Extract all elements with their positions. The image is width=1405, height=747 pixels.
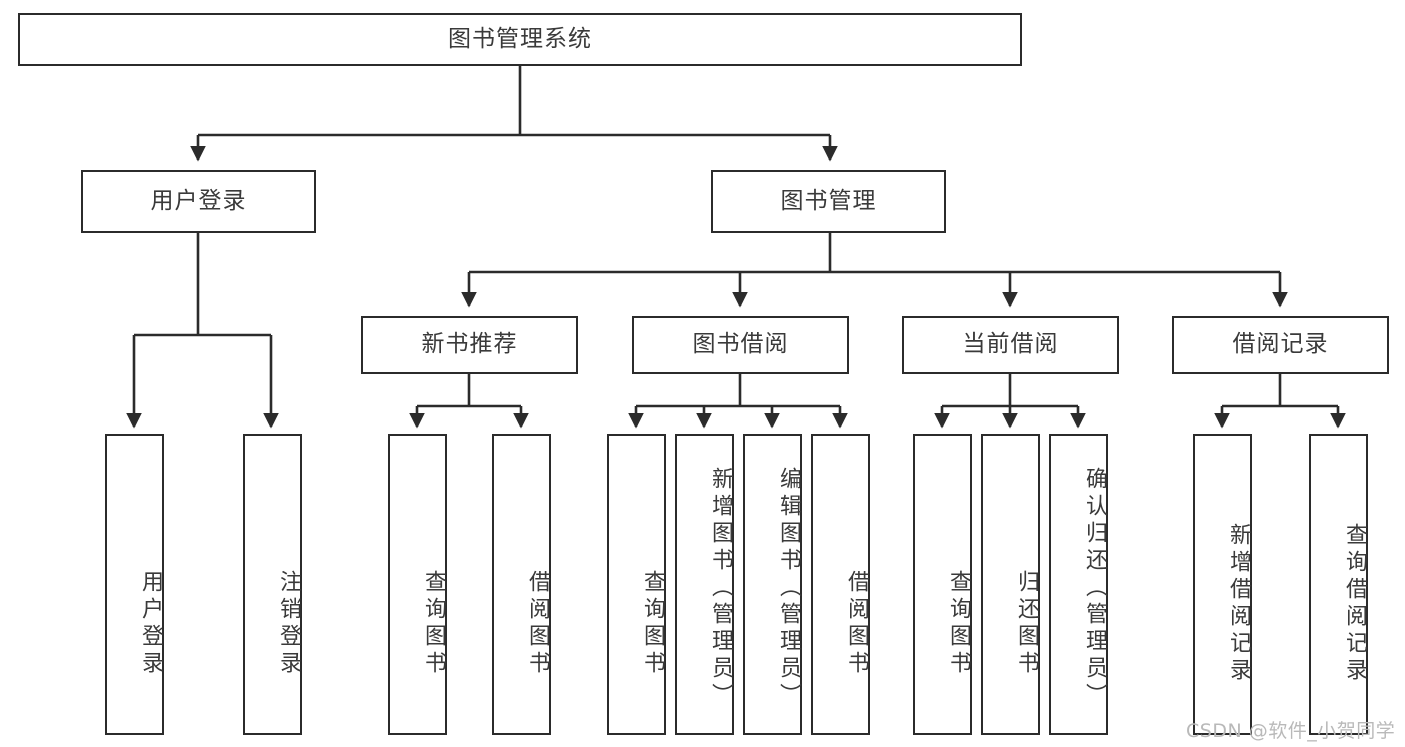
node-label: 借阅记录	[1232, 331, 1329, 358]
node-label: 查询借阅记录	[1342, 522, 1367, 685]
node-label: 编辑图书（管理员）	[776, 467, 801, 710]
node-book-manage[interactable]: 图书管理	[711, 170, 946, 233]
node-label: 查询图书	[421, 569, 446, 678]
leaf-add-book[interactable]: 新增图书（管理员）	[675, 434, 734, 735]
node-label: 借阅图书	[525, 569, 550, 678]
node-new-book-recommend[interactable]: 新书推荐	[361, 316, 578, 374]
leaf-edit-book[interactable]: 编辑图书（管理员）	[743, 434, 802, 735]
node-label: 查询图书	[640, 569, 665, 678]
node-label: 归还图书	[1014, 569, 1039, 678]
node-label: 图书管理系统	[448, 25, 592, 52]
node-book-borrow[interactable]: 图书借阅	[632, 316, 849, 374]
node-label: 确认归还（管理员）	[1082, 467, 1107, 710]
leaf-confirm-return[interactable]: 确认归还（管理员）	[1049, 434, 1108, 735]
node-label: 图书借阅	[692, 331, 789, 358]
watermark: CSDN @软件_小贺同学	[1186, 720, 1396, 742]
leaf-return-book[interactable]: 归还图书	[981, 434, 1040, 735]
leaf-borrow-book-recommend[interactable]: 借阅图书	[492, 434, 551, 735]
node-label: 借阅图书	[844, 569, 869, 678]
node-label: 新增借阅记录	[1226, 522, 1251, 685]
leaf-borrow-book[interactable]: 借阅图书	[811, 434, 870, 735]
leaf-query-borrow-record[interactable]: 查询借阅记录	[1309, 434, 1368, 735]
leaf-query-book-recommend[interactable]: 查询图书	[388, 434, 447, 735]
leaf-user-logout[interactable]: 注销登录	[243, 434, 302, 735]
node-borrow-record[interactable]: 借阅记录	[1172, 316, 1389, 374]
node-label: 用户登录	[138, 569, 163, 678]
node-label: 图书管理	[780, 187, 877, 214]
leaf-query-book-current[interactable]: 查询图书	[913, 434, 972, 735]
leaf-query-book-borrow[interactable]: 查询图书	[607, 434, 666, 735]
node-user-login[interactable]: 用户登录	[81, 170, 316, 233]
node-root-book-management-system[interactable]: 图书管理系统	[18, 13, 1022, 66]
node-label: 用户登录	[150, 187, 247, 214]
leaf-add-borrow-record[interactable]: 新增借阅记录	[1193, 434, 1252, 735]
node-label: 注销登录	[276, 569, 301, 678]
node-label: 新增图书（管理员）	[708, 467, 733, 710]
node-current-borrow[interactable]: 当前借阅	[902, 316, 1119, 374]
node-label: 当前借阅	[962, 331, 1059, 358]
leaf-user-login[interactable]: 用户登录	[105, 434, 164, 735]
node-label: 查询图书	[946, 569, 971, 678]
node-label: 新书推荐	[421, 331, 518, 358]
